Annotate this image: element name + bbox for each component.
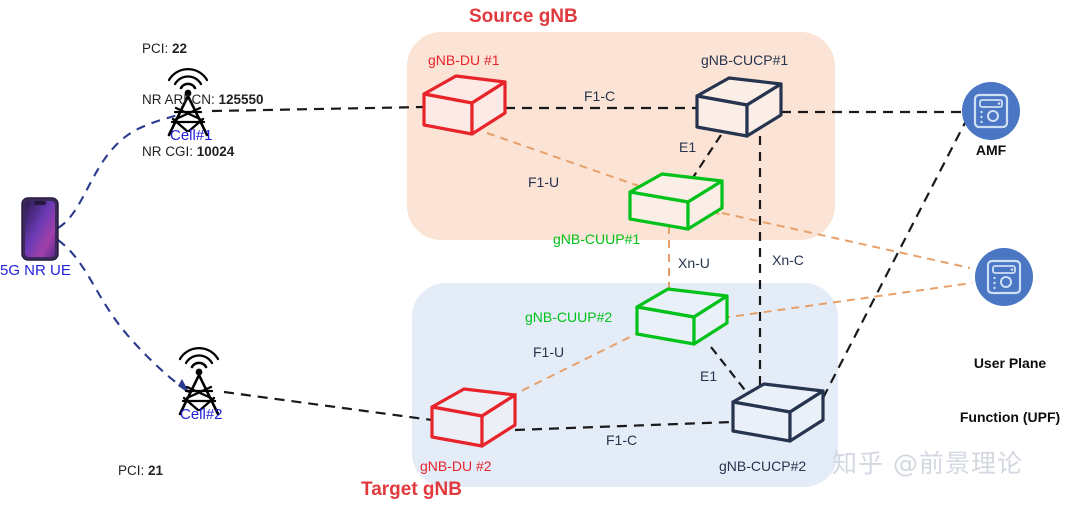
link-f1c-bottom [514,420,733,432]
cell1-info-key: PCI: [142,40,173,56]
cell2-info-key: PCI: [118,462,149,478]
label-f1u-top: F1-U [528,174,560,190]
label-gnb-du-1: gNB-DU #1 [428,52,500,68]
label-xn-u: Xn-U [678,255,710,271]
link-cuup1-upf [721,212,971,269]
link-e1-bottom [710,346,749,395]
upf-label-line1: User Plane [973,354,1047,371]
node-gnb-du-1[interactable] [422,74,507,136]
target-gnb-region [412,283,838,487]
label-gnb-cuup-1: gNB-CUUP#1 [553,231,641,247]
upf-label-line2: Function (UPF) [959,408,1061,425]
link-e1-top [689,134,722,183]
link-ue-cell1 [57,113,179,229]
label-e1-bottom: E1 [700,368,718,384]
label-f1c-bottom: F1-C [606,432,638,448]
label-e1-top: E1 [679,139,697,155]
cell1-info-row: NR CGI: 10024 [142,143,264,160]
node-gnb-cucp-1[interactable] [695,76,783,138]
cell1-info-block: PCI: 22 NR ARFCN: 125550 NR CGI: 10024 [142,5,264,195]
link-f1u-bottom [496,332,639,404]
label-gnb-cuup-2: gNB-CUUP#2 [525,309,613,325]
cell2-info-value: 21 [148,462,164,478]
core-node-upf[interactable] [975,248,1033,306]
link-cucp2-amf [822,116,969,399]
node-gnb-cuup-2[interactable] [635,287,729,346]
cell1-info-value: 125550 [218,92,264,108]
target-gnb-title: Target gNB [361,479,462,500]
source-gnb-title: Source gNB [469,6,578,27]
cell2-label: Cell#2 [180,406,223,423]
cell-tower-icon-1[interactable] [167,67,209,137]
link-cuup2-upf [721,282,973,319]
amf-label: AMF [975,142,1007,158]
ue-label: 5G NR UE [0,262,71,279]
node-gnb-du-2[interactable] [430,387,517,448]
node-gnb-cucp-2[interactable] [731,382,825,443]
cell1-info-row: NR ARFCN: 125550 [142,91,264,108]
cell1-info-key: NR ARFCN: [142,92,219,108]
cell1-info-key: NR CGI: [142,144,197,160]
label-gnb-du-2: gNB-DU #2 [420,458,492,474]
label-gnb-cucp-2: gNB-CUCP#2 [719,458,807,474]
label-f1u-bottom: F1-U [533,344,565,360]
cell-tower-icon-2[interactable] [178,346,220,416]
core-node-amf[interactable] [962,82,1020,140]
watermark: 知乎 @前景理论 [832,449,1023,478]
cell1-label: Cell#1 [170,127,213,144]
link-ue-cell2 [57,239,187,391]
cell1-info-row: PCI: 22 [142,40,264,57]
link-cell1-du1 [211,105,425,113]
cell1-info-value: 22 [172,40,188,56]
upf-label: User Plane Function (UPF) [944,319,1076,462]
node-gnb-cuup-1[interactable] [628,172,724,231]
label-f1c-top: F1-C [584,88,616,104]
label-xn-c: Xn-C [772,252,804,268]
link-cell2-du2 [223,390,433,422]
cell2-info-block: PCI: 21 NR ARFCN: 125550 NR CGI: 80015 [118,427,240,511]
cell1-info-value: 10024 [196,144,235,160]
label-gnb-cucp-1: gNB-CUCP#1 [701,52,789,68]
smartphone-icon[interactable] [21,197,59,261]
cell2-info-row: PCI: 21 [118,462,240,479]
